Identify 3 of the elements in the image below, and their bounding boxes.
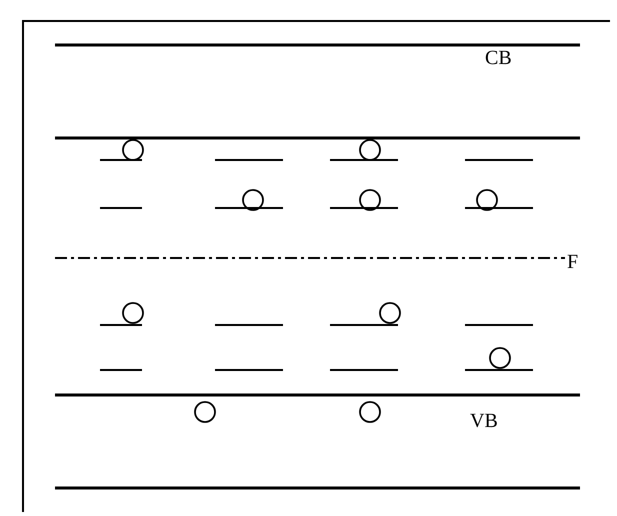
band-label: CB (485, 48, 512, 68)
band-label: VB (470, 411, 498, 431)
band-label: F (567, 252, 578, 272)
